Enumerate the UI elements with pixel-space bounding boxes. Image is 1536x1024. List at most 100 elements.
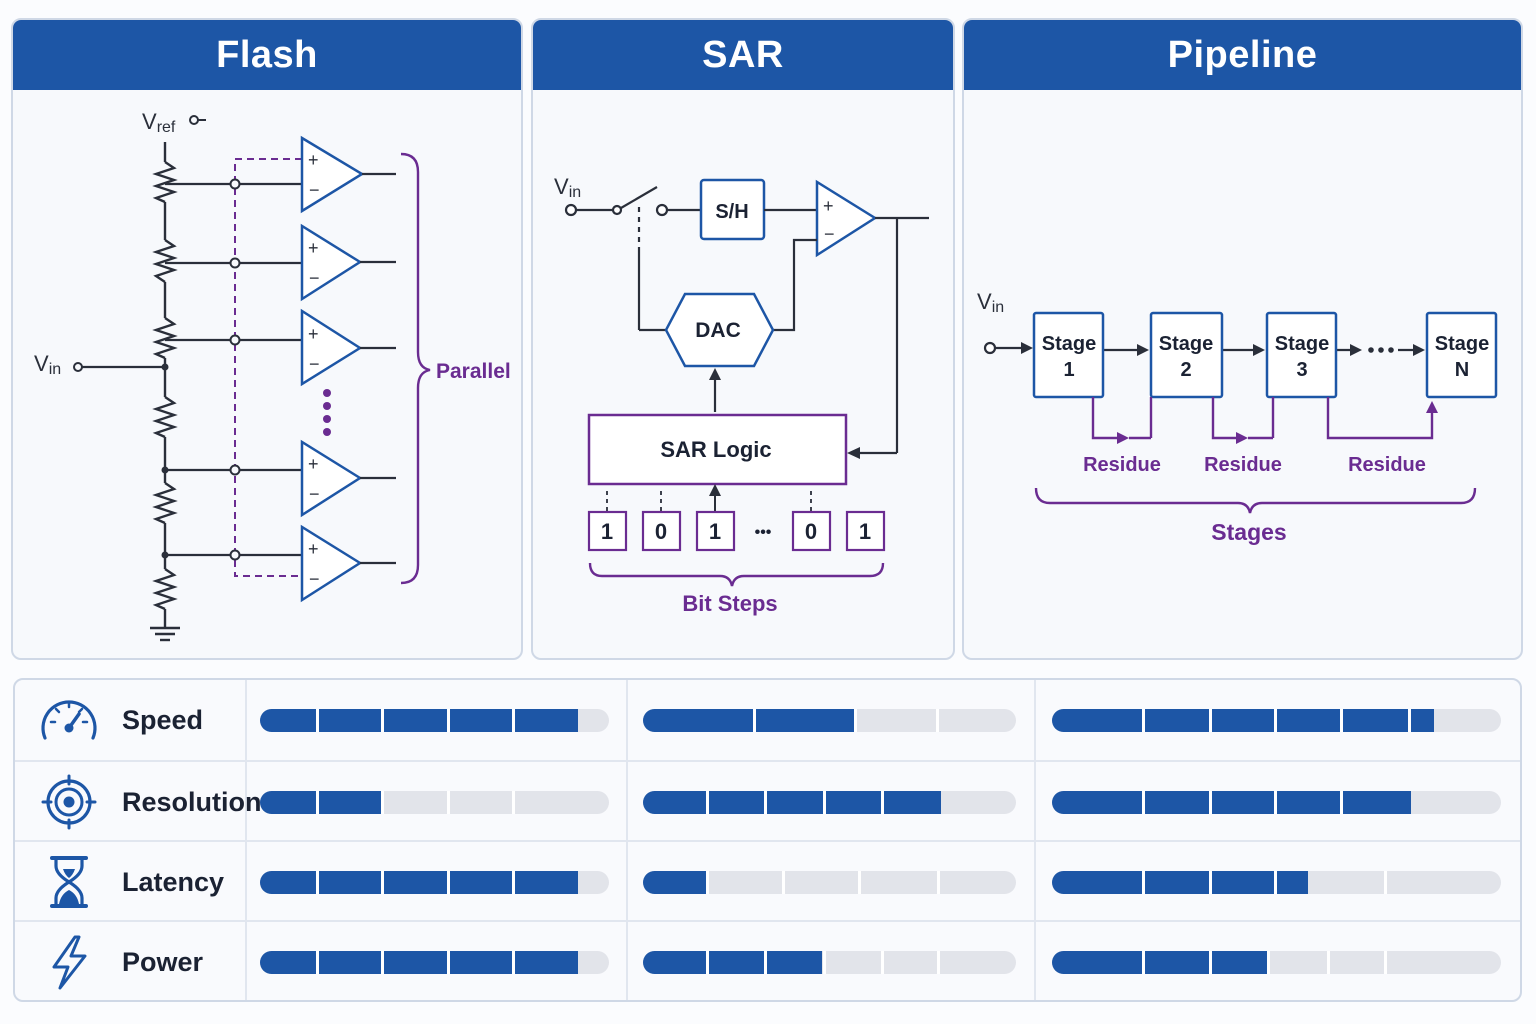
bar-segment-divider: [706, 951, 709, 974]
pipeline-residue-label: Residue: [1083, 454, 1161, 476]
svg-text:+: +: [308, 454, 319, 474]
bar-segment-divider: [512, 871, 515, 894]
pipeline-residue-label: Residue: [1348, 454, 1426, 476]
svg-text:Stage: Stage: [1159, 333, 1213, 355]
flash-comparator-3: +−: [300, 308, 396, 387]
bar-segment-divider: [936, 709, 939, 732]
sar-diagram: Vin S/H + −: [533, 90, 953, 658]
sar-comparator: + −: [815, 179, 878, 258]
flash-parallel-label: Parallel: [436, 360, 511, 383]
metric-row-speed: Speed: [15, 680, 1520, 760]
sar-bit-steps-label: Bit Steps: [682, 591, 777, 616]
flash-comparator-2: +−: [300, 223, 396, 302]
bar-segment-divider: [1274, 871, 1277, 894]
metric-label: Power: [122, 947, 204, 977]
bar-fill: [643, 791, 942, 814]
bar-segment-divider: [1142, 791, 1145, 814]
bar-segment-divider: [1142, 871, 1145, 894]
bar-segment-divider: [381, 871, 384, 894]
bar-segment-divider: [1384, 871, 1387, 894]
flash-speed-bar: [260, 709, 609, 732]
flash-resistor-ladder: [150, 142, 180, 642]
sar-bit-cells: 1 0 1 0 1 •••: [587, 510, 886, 552]
bar-segment-divider: [706, 871, 709, 894]
bar-segment-divider: [1274, 791, 1277, 814]
bar-fill: [260, 871, 578, 894]
metric-label: Latency: [122, 867, 225, 897]
pipeline-residue-paths: [1091, 397, 1434, 440]
sar-speed-bar: [643, 709, 1016, 732]
bar-segment-divider: [316, 709, 319, 732]
pipeline-stages-label: Stages: [1211, 519, 1286, 545]
flash-comparator-4: +−: [300, 439, 396, 518]
flash-parallel-brace: [400, 152, 431, 585]
bar-segment-divider: [381, 951, 384, 974]
sar-panel: SAR Vin S/H + −: [531, 18, 955, 660]
flash-power-bar: [260, 951, 609, 974]
sar-bit-value: 1: [709, 519, 721, 544]
svg-text:Stage: Stage: [1435, 333, 1489, 355]
sar-bit-cell: [791, 510, 832, 552]
bar-fill: [1052, 791, 1412, 814]
svg-text:1: 1: [1063, 359, 1074, 381]
pipeline-speed-bar: [1052, 709, 1501, 732]
bar-segment-divider: [764, 791, 767, 814]
bar-segment-divider: [316, 791, 319, 814]
bar-segment-divider: [858, 871, 861, 894]
sar-latency-bar: [643, 871, 1016, 894]
bar-segment-divider: [316, 951, 319, 974]
speedometer-icon: [41, 700, 97, 740]
svg-text:−: −: [309, 180, 320, 200]
bar-segment-divider: [764, 951, 767, 974]
sar-panel-title: SAR: [533, 20, 953, 90]
pipeline-resolution-bar: [1052, 791, 1501, 814]
pipeline-stage-n: Stage N: [1425, 311, 1498, 399]
bar-segment-divider: [1209, 709, 1212, 732]
bar-segment-divider: [1209, 871, 1212, 894]
bar-segment-divider: [1142, 709, 1145, 732]
bar-segment-divider: [512, 791, 515, 814]
svg-text:2: 2: [1180, 359, 1191, 381]
metric-row-resolution: Resolution: [15, 760, 1520, 842]
sar-bit-value: 1: [859, 519, 871, 544]
bar-segment-divider: [1340, 791, 1343, 814]
flash-vref-terminal: [189, 115, 199, 125]
pipeline-stage-2: Stage 2: [1149, 311, 1224, 399]
bar-segment-divider: [937, 871, 940, 894]
sar-bit-cell: [641, 510, 682, 552]
flash-vin-label: Vin: [34, 351, 61, 378]
sar-bits-ellipsis: •••: [755, 524, 772, 541]
sar-sh-label: S/H: [715, 201, 748, 223]
pipeline-power-bar: [1052, 951, 1501, 974]
svg-text:+: +: [308, 238, 319, 258]
bar-segment-divider: [512, 709, 515, 732]
bar-segment-divider: [447, 951, 450, 974]
svg-text:−: −: [309, 268, 320, 288]
bar-segment-divider: [381, 791, 384, 814]
bar-segment-divider: [753, 709, 756, 732]
sar-dac-block: [664, 292, 775, 368]
flash-vin-bus: [234, 158, 302, 577]
pipeline-diagram: Vin Stage 1: [964, 90, 1521, 658]
bar-segment-divider: [823, 951, 826, 974]
bar-segment-divider: [447, 791, 450, 814]
bar-segment-divider: [823, 791, 826, 814]
pipeline-panel: Pipeline Vin Stage 1: [962, 18, 1523, 660]
bar-segment-divider: [316, 871, 319, 894]
svg-text:+: +: [308, 150, 319, 170]
bar-segment-divider: [1267, 951, 1270, 974]
sar-bit-cell: [587, 510, 628, 552]
sar-input-switch: [564, 186, 701, 332]
pipeline-stage-3: Stage 3: [1265, 311, 1338, 399]
svg-text:+: +: [308, 539, 319, 559]
pipeline-vin-terminal: [983, 341, 997, 355]
pipeline-circuit-svg: Vin Stage 1: [977, 289, 1498, 545]
bar-fill: [260, 709, 578, 732]
svg-text:+: +: [823, 196, 834, 216]
sar-bit-value: 1: [601, 519, 613, 544]
sar-logic-block: [587, 413, 848, 486]
hourglass-icon: [50, 856, 88, 908]
sar-circuit-svg: Vin S/H + −: [554, 174, 929, 616]
sar-power-bar: [643, 951, 1016, 974]
svg-text:3: 3: [1296, 359, 1307, 381]
